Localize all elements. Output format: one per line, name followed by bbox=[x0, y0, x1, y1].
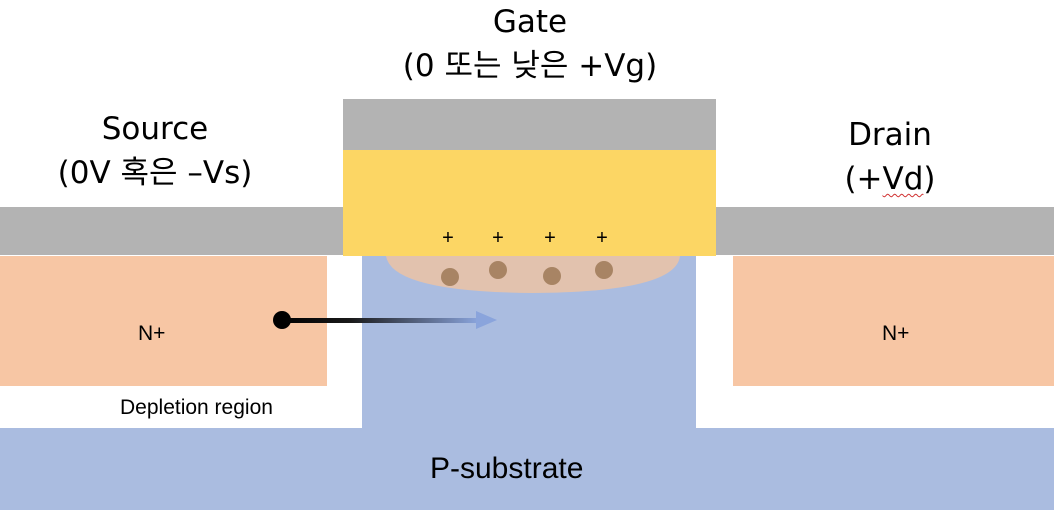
electron bbox=[543, 267, 561, 285]
drain-voltage: (+Vd) bbox=[844, 161, 936, 197]
depletion-region-label: Depletion region bbox=[120, 396, 273, 419]
gate-charge: + bbox=[442, 227, 454, 249]
gate-metal bbox=[343, 99, 716, 150]
source-voltage: (0V 혹은 –Vs) bbox=[57, 155, 253, 191]
gate-charge: + bbox=[492, 227, 504, 249]
gate-label: Gate (0 또는 낮은 +Vg) bbox=[330, 0, 730, 88]
drain-region-label: N+ bbox=[882, 322, 910, 345]
gate-charge: + bbox=[544, 227, 556, 249]
drain-metal-contact bbox=[716, 207, 1054, 255]
electron bbox=[441, 268, 459, 286]
gate-oxide bbox=[343, 150, 716, 256]
electron bbox=[489, 261, 507, 279]
source-region-label: N+ bbox=[138, 322, 166, 345]
source-title: Source bbox=[101, 111, 209, 147]
substrate-label: P-substrate bbox=[430, 452, 584, 485]
source-label: Source (0V 혹은 –Vs) bbox=[0, 107, 310, 195]
drain-n-plus-region bbox=[733, 256, 1054, 386]
gate-voltage: (0 또는 낮은 +Vg) bbox=[402, 48, 658, 84]
electron bbox=[595, 261, 613, 279]
drain-label: Drain (+Vd) bbox=[810, 113, 970, 201]
gate-title: Gate bbox=[492, 4, 568, 40]
gate-positive-charges: + + + + bbox=[442, 227, 608, 249]
p-substrate bbox=[0, 428, 1054, 510]
gate-charge: + bbox=[596, 227, 608, 249]
drain-title: Drain bbox=[848, 117, 932, 153]
source-metal-contact bbox=[0, 207, 343, 255]
source-n-plus-region bbox=[0, 256, 327, 386]
electron-flow-arrow bbox=[273, 311, 497, 329]
